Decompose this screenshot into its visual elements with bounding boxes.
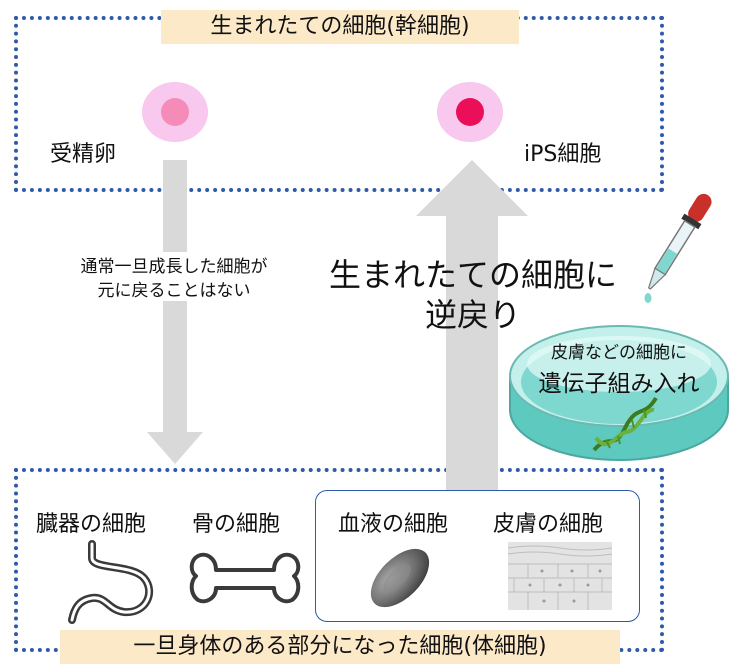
red-blood-cell-icon	[370, 548, 430, 608]
up-arrow	[416, 160, 528, 620]
skin-cell-label: 皮膚の細胞	[493, 512, 604, 537]
fertilized-egg-label: 受精卵	[50, 142, 117, 167]
down-arrow	[147, 160, 203, 464]
petri-text-line1: 皮膚などの細胞に	[551, 343, 687, 363]
ips-cell-label: iPS細胞	[524, 142, 602, 167]
petri-dish-icon	[509, 325, 729, 461]
no-return-note-line1: 通常一旦成長した細胞が	[50, 252, 298, 277]
no-return-note-line2: 元に戻ることはない	[50, 276, 298, 301]
organ-cell-label: 臓器の細胞	[36, 512, 147, 537]
dna-icon	[592, 396, 658, 452]
reversion-text-line2: 逆戻り	[424, 296, 521, 334]
somatic-cell-box-title: 一旦身体のある部分になった細胞(体細胞)	[60, 630, 620, 664]
petri-text-line2: 遺伝子組み入れ	[538, 371, 700, 397]
dropper-icon	[644, 193, 712, 303]
stomach-icon	[68, 540, 154, 624]
ips-cell-icon	[437, 82, 503, 142]
reversion-text-line1: 生まれたての細胞に	[328, 256, 617, 294]
bone-icon	[189, 552, 301, 604]
fertilized-egg-icon	[142, 82, 208, 142]
stem-cell-box-title: 生まれたての細胞(幹細胞)	[161, 10, 519, 44]
bone-cell-label: 骨の細胞	[192, 512, 281, 537]
skin-tissue-icon	[507, 542, 613, 610]
blood-cell-label: 血液の細胞	[338, 512, 449, 537]
